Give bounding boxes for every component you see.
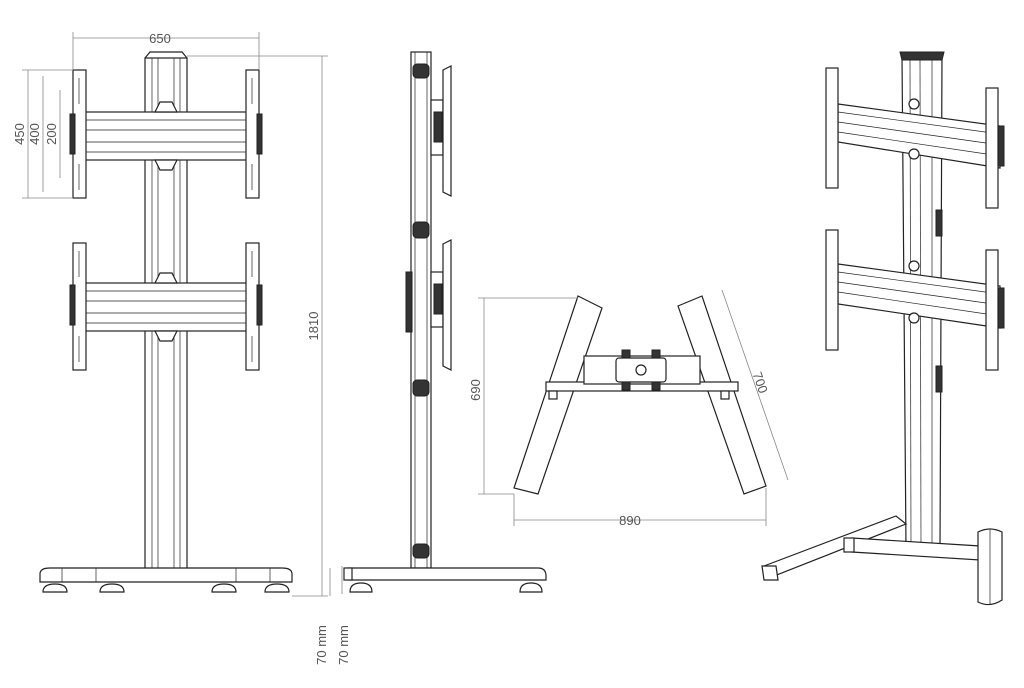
dim-leg-700: 700 [750,370,771,395]
side-dimensions: 70 mm [336,566,351,665]
front-base [39,567,293,583]
top-view [513,295,767,495]
dim-total-1810: 1810 [306,312,321,341]
front-upper-crossbar [77,111,255,161]
side-column [410,51,432,569]
front-view [39,51,293,593]
dim-200: 200 [44,123,59,145]
dim-foot-side: 70 mm [336,625,351,665]
top-column-clamp [615,357,667,383]
dim-450: 450 [12,123,27,145]
top-leg-left [513,295,603,495]
dim-base-width-890: 890 [619,513,641,528]
perspective-view [761,51,1005,606]
persp-lower-bracket-right [985,249,999,371]
persp-upper-bracket-right [985,87,999,209]
dim-400: 400 [27,123,42,145]
top-dimensions: 690 890 700 [468,289,789,528]
front-lower-crossbar [77,282,255,332]
persp-lower-bracket-left [825,229,839,351]
dim-foot-front: 70 mm [314,625,329,665]
side-lower-plate [442,239,452,371]
side-base [347,567,547,581]
persp-upper-bracket-left [825,67,839,189]
dim-base-depth-690: 690 [468,379,483,401]
front-dimensions: 650 450 400 200 1810 70 mm [12,31,331,665]
dim-width-650: 650 [149,31,171,46]
side-view [343,51,547,593]
side-upper-plate [442,65,452,197]
